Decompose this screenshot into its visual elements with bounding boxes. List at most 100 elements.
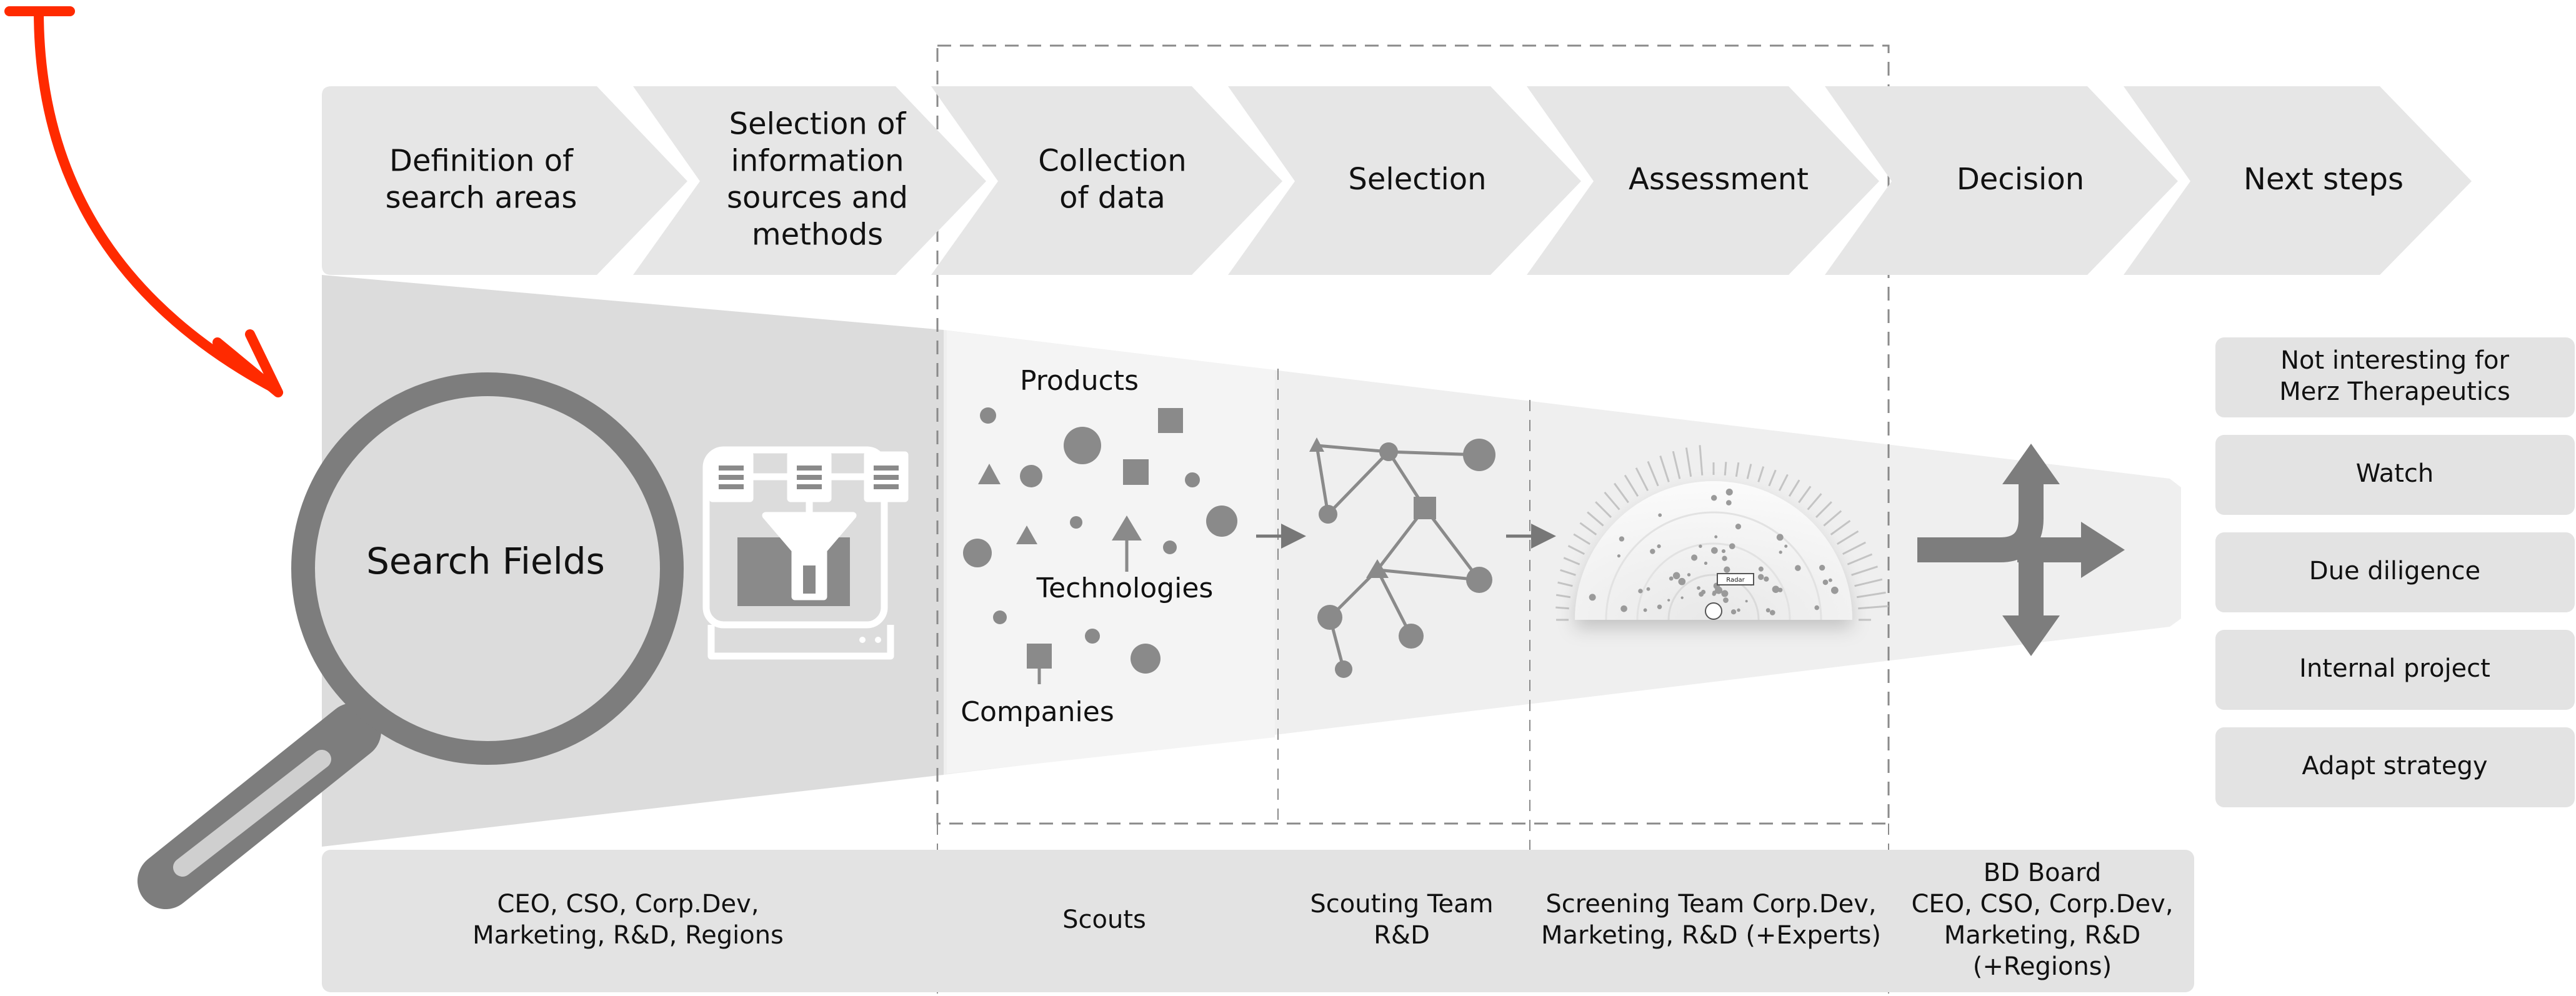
radar-dot [1680,596,1684,599]
step-label: Assessment [1629,162,1809,197]
role-label: R&D [1374,921,1430,950]
radar-dot [1712,590,1717,595]
radar-tick [1768,469,1777,487]
outcome-box [2215,630,2575,710]
dashed-frame [936,44,1890,825]
radar-tick [1595,501,1612,519]
radar-tick [1823,510,1842,527]
companies-label: Companies [961,696,1114,728]
role-label: CEO, CSO, Corp.Dev, [1911,890,2173,919]
step-label: sources and [727,181,908,216]
radar-dot [1757,574,1764,580]
radar-tick [1659,456,1670,482]
step-chevron [931,86,1282,275]
radar-dot [1650,549,1655,554]
radar-dot [1711,547,1718,554]
products-label: Products [1020,365,1139,397]
radar-dot [1828,578,1832,582]
step-chevron [2124,86,2472,275]
radar-dot [1814,605,1820,610]
magnifier-icon [137,372,684,909]
step-label: Definition of [389,144,574,179]
laptop-filter-icon [702,446,909,660]
radar-dot [1643,608,1647,612]
step-label: Decision [1957,162,2084,197]
radar-tick [1614,482,1629,504]
radar-dot [1672,572,1680,579]
radar-dot [1714,535,1718,539]
radar-tick [1557,581,1573,587]
radar-tick [1724,462,1727,476]
radar-dot [1721,549,1726,554]
step-label: methods [752,217,883,252]
step-label: Collection [1038,144,1186,179]
radar-dot [1704,561,1708,565]
radar-dot [1723,597,1729,603]
radar-tick [1842,541,1866,555]
role-boxes [322,850,2194,992]
network-graph-icon [1309,437,1495,678]
radar-tick [1854,578,1883,587]
radar-dot [1737,608,1740,612]
radar-dot [1669,576,1674,581]
outcome-label: Not interesting for [2280,346,2509,375]
radar-tick [1587,511,1604,527]
radar-tick [1635,467,1649,491]
radar-dot [1697,586,1700,590]
radar-dot [1691,554,1698,561]
radar-dot [1725,488,1733,496]
radar-tick [1830,520,1851,535]
radar-dot [1795,565,1801,571]
radar-tick [1858,605,1889,610]
technologies-label: Technologies [1036,572,1214,604]
step-chevron [633,86,986,275]
radar-tick [1647,461,1659,487]
radar-dot [1721,590,1729,597]
step-label: Next steps [2244,162,2404,197]
radar-dot [1776,534,1784,541]
step-label: information [731,144,904,179]
radar-dot [1724,566,1730,573]
outcome-label: Adapt strategy [2302,752,2487,780]
radar-tick [1567,545,1585,555]
radar-dot [1725,500,1732,505]
radar-dot [1589,594,1596,601]
radar-dot [1667,599,1670,602]
radar-dot [1764,576,1769,582]
role-labels: CEO, CSO, Corp.Dev,Marketing, R&D, Regio… [472,859,2173,981]
radar-dot [1657,604,1662,609]
role-label: BD Board [1984,859,2102,887]
radar-dot [1678,577,1686,585]
radar-tick [1778,474,1789,491]
radar-dot [1687,573,1691,577]
radar-tick [1798,486,1812,504]
role-box [322,850,2194,992]
role-label: Marketing, R&D [1944,921,2141,950]
radar-tick [1563,557,1580,565]
step-label: Selection [1348,162,1486,197]
step-label: search areas [386,181,577,216]
process-steps [322,86,2472,275]
radar-dot [1830,586,1839,594]
radar-tick [1672,451,1681,479]
role-label: Scouting Team [1310,890,1493,919]
outcome-boxes [2215,337,2575,807]
step-chevron [1527,86,1879,275]
data-scatter-icons [963,407,1237,684]
radar-dot [1745,600,1748,603]
radar-tick [1735,462,1740,477]
radar-tick [1847,553,1873,565]
step-chevron [322,86,687,275]
radar-dot [1617,554,1620,558]
radar-dot [1784,544,1788,548]
radar-tick [1851,565,1878,576]
decision-split-arrow-icon [1917,444,2125,656]
step-label: of data [1059,181,1166,216]
radar-tick [1757,466,1765,482]
radar-dot [1822,579,1829,585]
radar-dot [1700,589,1706,595]
radar-dot [1730,609,1737,615]
